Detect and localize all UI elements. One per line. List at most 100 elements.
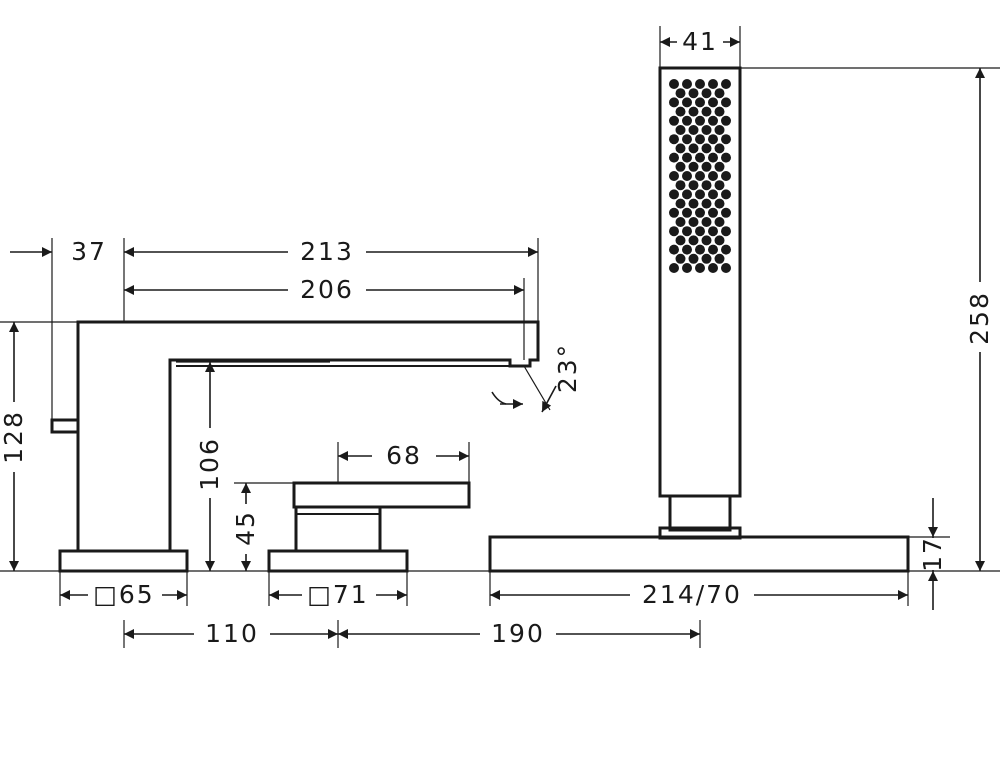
spray-hole <box>669 79 679 89</box>
spray-hole <box>701 180 712 191</box>
spray-hole <box>708 207 718 218</box>
spray-hole <box>675 143 686 154</box>
spray-hole <box>682 263 692 273</box>
spray-hole <box>669 244 679 255</box>
spray-hole <box>688 253 699 264</box>
spray-hole <box>682 97 692 108</box>
spray-hole <box>714 235 725 246</box>
hand-shower <box>658 66 742 540</box>
spray-hole <box>695 115 705 126</box>
spray-hole <box>701 88 712 99</box>
spray-hole <box>714 180 725 191</box>
dim-258: 258 <box>965 291 994 345</box>
spray-hole <box>721 97 731 108</box>
dim-71-square: □71 <box>307 580 368 609</box>
spray-hole <box>714 217 725 227</box>
spray-hole <box>688 217 699 227</box>
spray-hole <box>669 263 679 273</box>
spray-hole <box>714 88 725 99</box>
dim-23-degree: 23° <box>553 343 582 393</box>
spray-hole <box>714 161 725 172</box>
dim-214-70: 214/70 <box>642 580 742 609</box>
dim-41: 41 <box>682 27 718 56</box>
spray-hole <box>708 97 718 108</box>
spray-hole <box>714 253 725 264</box>
spray-hole <box>675 106 686 117</box>
spray-hole <box>695 97 705 108</box>
spray-hole <box>708 115 718 126</box>
spray-hole <box>675 253 686 264</box>
spray-hole <box>708 152 718 163</box>
mixer-handle <box>267 481 471 573</box>
spray-hole <box>688 235 699 246</box>
spray-hole <box>669 226 679 237</box>
extension-lines <box>0 26 1000 648</box>
spray-hole <box>721 263 731 273</box>
spray-hole <box>682 134 692 145</box>
spray-hole <box>695 134 705 145</box>
spray-hole <box>721 189 731 200</box>
spray-hole <box>701 235 712 246</box>
spray-hole <box>708 189 718 200</box>
spray-hole <box>721 207 731 218</box>
spray-hole <box>701 217 712 227</box>
spray-hole <box>721 152 731 163</box>
spray-hole <box>708 134 718 145</box>
spray-hole <box>669 152 679 163</box>
spray-hole <box>721 115 731 126</box>
spray-hole <box>714 143 725 154</box>
spray-hole <box>669 97 679 108</box>
spray-hole <box>669 207 679 218</box>
spray-hole <box>669 115 679 126</box>
spray-hole <box>682 115 692 126</box>
spray-hole <box>675 235 686 246</box>
dim-37: 37 <box>71 237 107 266</box>
spray-hole <box>688 161 699 172</box>
spray-hole <box>688 125 699 135</box>
dim-213: 213 <box>300 237 354 266</box>
spray-hole <box>688 88 699 99</box>
dim-206: 206 <box>300 275 354 304</box>
dim-128: 128 <box>0 410 28 464</box>
spray-hole <box>714 125 725 135</box>
spray-hole <box>714 106 725 117</box>
dimension-lines <box>9 37 985 639</box>
spray-hole <box>675 125 686 135</box>
spray-hole <box>675 88 686 99</box>
spray-hole <box>682 152 692 163</box>
spray-hole <box>695 244 705 255</box>
spray-hole <box>682 79 692 89</box>
spray-hole <box>695 79 705 89</box>
spray-hole <box>721 244 731 255</box>
spray-hole <box>701 106 712 117</box>
spray-hole <box>721 171 731 181</box>
spray-hole <box>682 244 692 255</box>
spray-hole <box>721 79 731 89</box>
spray-hole <box>695 189 705 200</box>
dim-106: 106 <box>195 437 224 491</box>
spray-hole <box>688 198 699 209</box>
spray-hole <box>701 161 712 172</box>
dim-65-square: □65 <box>93 580 154 609</box>
spray-hole <box>701 253 712 264</box>
spray-hole <box>688 106 699 117</box>
spray-hole <box>708 244 718 255</box>
spray-holes <box>669 79 731 273</box>
spray-hole <box>721 134 731 145</box>
spray-hole <box>708 226 718 237</box>
spray-hole <box>682 207 692 218</box>
shower-base-plate <box>488 535 910 573</box>
spray-hole <box>721 226 731 237</box>
spray-hole <box>708 79 718 89</box>
spray-hole <box>701 198 712 209</box>
spray-hole <box>669 134 679 145</box>
spray-hole <box>695 263 705 273</box>
spray-hole <box>675 161 686 172</box>
spray-hole <box>701 143 712 154</box>
spray-hole <box>708 263 718 273</box>
dim-68: 68 <box>386 441 422 470</box>
spray-hole <box>682 226 692 237</box>
dim-190: 190 <box>491 619 545 648</box>
spray-hole <box>695 152 705 163</box>
